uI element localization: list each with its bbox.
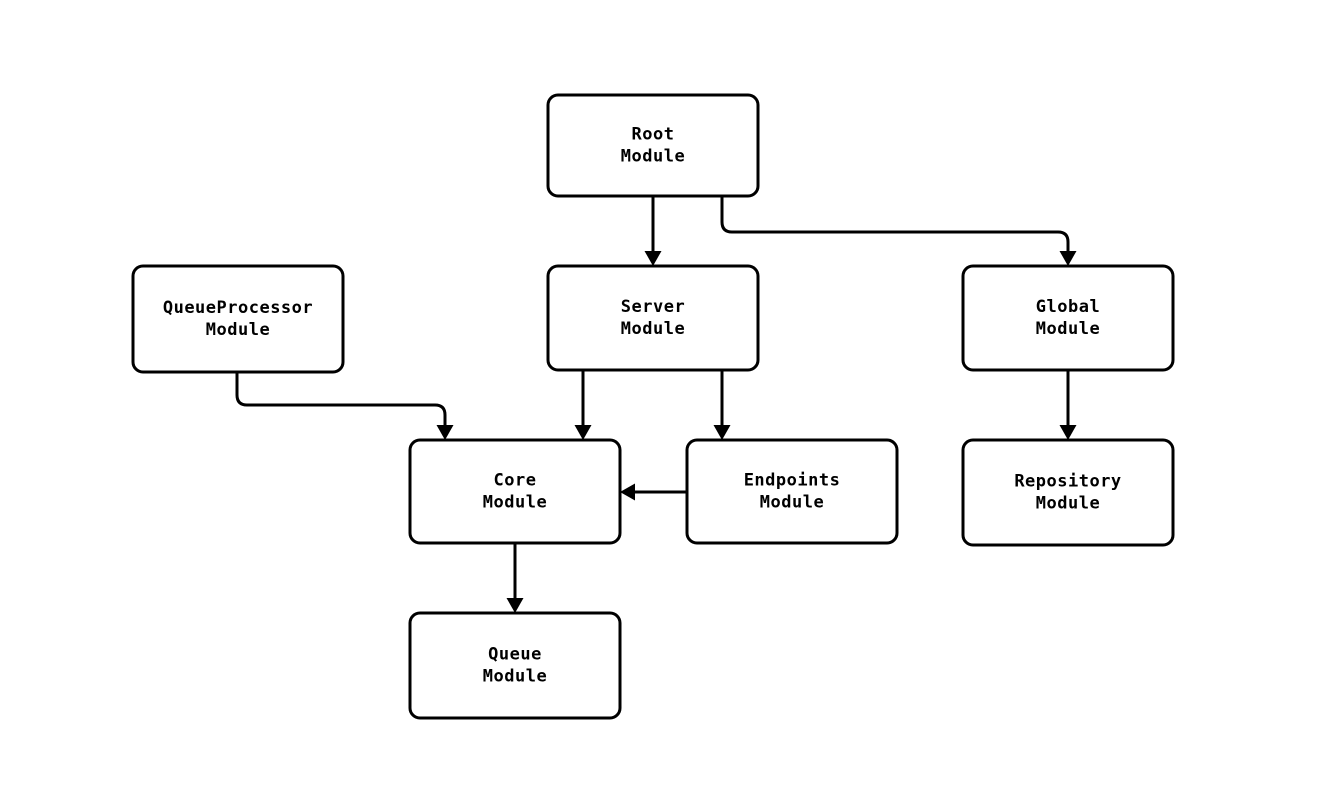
core-module-label-line2: Module bbox=[483, 493, 547, 513]
edge-root-to-global-arrowhead bbox=[1059, 251, 1077, 266]
root-module-label-line2: Module bbox=[621, 147, 685, 167]
endpoints-module-label-line1: Endpoints bbox=[744, 471, 841, 491]
edge-root-to-server bbox=[644, 196, 662, 266]
queue-module-label-line2: Module bbox=[483, 667, 547, 687]
server-module-box[interactable] bbox=[546, 264, 760, 372]
global-module-label-line2: Module bbox=[1036, 319, 1100, 339]
repository-module-label-line1: Repository bbox=[1014, 472, 1121, 492]
queue-module-label-line1: Queue bbox=[488, 645, 542, 665]
core-module-label-line1: Core bbox=[494, 471, 537, 491]
edge-queueprocessor-to-core-line bbox=[235, 372, 447, 426]
edge-endpoints-to-core bbox=[620, 483, 687, 501]
edge-server-to-core-arrowhead bbox=[574, 425, 592, 440]
root-module-box[interactable] bbox=[546, 93, 760, 198]
root-module-label-line1: Root bbox=[632, 125, 675, 145]
edge-root-to-global-line bbox=[720, 196, 1070, 252]
global-module-label-line1: Global bbox=[1036, 297, 1100, 317]
edge-server-to-endpoints-arrowhead bbox=[713, 425, 731, 440]
edge-core-to-queue bbox=[506, 543, 524, 613]
repository-module-box[interactable] bbox=[961, 438, 1175, 547]
queueprocessor-module-box[interactable] bbox=[131, 264, 345, 374]
repository-module-label-line2: Module bbox=[1036, 494, 1100, 514]
queue-module-box[interactable] bbox=[408, 611, 622, 720]
edge-endpoints-to-core-arrowhead bbox=[620, 483, 635, 501]
core-module-box[interactable] bbox=[408, 438, 622, 545]
endpoints-module-label-line2: Module bbox=[760, 493, 824, 513]
edge-queueprocessor-to-core bbox=[235, 372, 454, 440]
edge-global-to-repository bbox=[1059, 370, 1077, 440]
queueprocessor-module-label-line2: Module bbox=[206, 320, 270, 340]
edge-root-to-server-arrowhead bbox=[644, 251, 662, 266]
server-module-label-line1: Server bbox=[621, 297, 685, 317]
edge-queueprocessor-to-core-arrowhead bbox=[436, 425, 454, 440]
edge-server-to-core bbox=[574, 370, 592, 440]
edge-core-to-queue-arrowhead bbox=[506, 598, 524, 613]
nodes-layer: RootModuleQueueProcessorModuleServerModu… bbox=[131, 93, 1175, 720]
edges-layer bbox=[235, 196, 1077, 613]
edge-root-to-global bbox=[720, 196, 1077, 266]
queueprocessor-module-label-line1: QueueProcessor bbox=[163, 298, 313, 318]
global-module-box[interactable] bbox=[961, 264, 1175, 372]
edge-global-to-repository-arrowhead bbox=[1059, 425, 1077, 440]
endpoints-module-box[interactable] bbox=[685, 438, 899, 545]
edge-server-to-endpoints bbox=[713, 370, 731, 440]
server-module-label-line2: Module bbox=[621, 319, 685, 339]
